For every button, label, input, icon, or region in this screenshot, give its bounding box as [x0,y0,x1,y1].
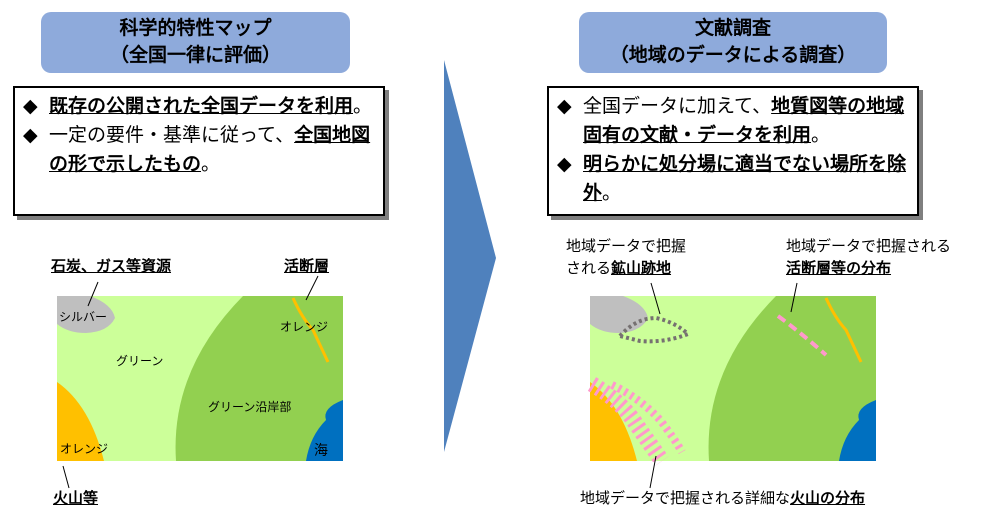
right-map-mine-site [616,315,692,344]
right-map-fault-line [824,297,863,363]
right-b1-pre: 全国データに加えて、 [583,95,772,117]
map-label-orange-top: オレンジ [280,320,329,334]
right-b1-highlight: 地質図等の地域固有の文献・データを利用 [583,95,905,146]
bullet-diamond-icon: ◆ [23,124,38,146]
left-map-orange-volcano-zone [57,382,104,461]
left-map [57,296,343,461]
right-b1-tail: 。 [811,124,831,146]
pointer-resource [87,281,99,307]
pointer-volcano [62,465,70,489]
left-map-sea-zone [306,400,343,461]
bullet-diamond-icon: ◆ [557,95,572,117]
label-mine-pre: される [566,259,612,277]
right-map-green-zone [708,296,876,461]
left-map-green-coastal-zone [175,296,343,461]
label-volcano-dist-pre: 地域データで把握される詳細な [580,489,791,507]
right-map-volcano-distribution [587,377,669,466]
left-header: 科学的特性マップ （全国一律に評価） [41,12,350,73]
map-label-orange-bottom: オレンジ [60,442,109,456]
pointer-fault [305,275,319,301]
label-fault-dist-highlight: 活断層等の分布 [786,259,892,277]
left-map-fault-line [291,297,330,363]
right-map-orange-zone [590,382,637,461]
right-map-fault-distribution [776,314,828,357]
right-header-line2: （地域のデータによる調査） [609,44,857,66]
right-bullet-1: ◆ 全国データに加えて、地質図等の地域固有の文献・データを利用。 [557,92,909,150]
map-label-sea: 海 [314,443,328,459]
label-fault-dist-line1: 地域データで把握される [786,237,952,255]
center-arrow [444,60,496,452]
right-header-line1: 文献調査 [694,17,771,39]
bullet-diamond-icon: ◆ [23,95,38,117]
left-b2-tail: 。 [201,153,221,175]
right-description-panel: ◆ 全国データに加えて、地質図等の地域固有の文献・データを利用。 ◆ 明らかに処… [547,86,919,216]
left-header-line2: （全国一律に評価） [109,44,281,66]
label-volcano-dist-highlight: 火山の分布 [790,489,866,507]
map-label-green: グリーン [116,354,164,368]
label-mine-line2: される鉱山跡地 [566,258,671,278]
label-volcano: 火山等 [53,489,99,507]
left-bullet-1: ◆ 既存の公開された全国データを利用。 [23,92,375,121]
left-b2-highlight: 全国地図の形で示したもの [49,124,371,175]
left-b1-highlight: 既存の公開された全国データを利用 [49,95,354,117]
map-label-silver: シルバー [59,310,108,324]
label-volcano-dist: 地域データで把握される詳細な火山の分布 [580,488,865,508]
left-b2-pre: 一定の要件・基準に従って、 [49,124,295,146]
bullet-diamond-icon: ◆ [557,153,572,175]
left-bullet-2: ◆ 一定の要件・基準に従って、全国地図の形で示したもの。 [23,121,375,179]
label-mine-highlight: 鉱山跡地 [611,259,672,277]
right-map-sea-zone [839,400,876,461]
label-resource: 石炭、ガス等資源 [51,257,172,275]
right-header: 文献調査 （地域のデータによる調査） [579,12,887,73]
pointer-mine [650,282,661,315]
pointer-volcano-distribution [649,455,657,489]
left-b1-tail: 。 [353,95,373,117]
right-b2-highlight: 明らかに処分場に適当でない場所を除外 [583,153,907,204]
left-map-silver-zone [57,296,115,333]
map-label-green-coastal: グリーン沿岸部 [208,400,292,414]
label-mine-line1: 地域データで把握 [566,237,687,255]
left-description-panel: ◆ 既存の公開された全国データを利用。 ◆ 一定の要件・基準に従って、全国地図の… [13,86,385,216]
pointer-fault-distribution [790,282,798,313]
right-bullet-2: ◆ 明らかに処分場に適当でない場所を除外。 [557,150,909,208]
right-b2-tail: 。 [602,182,622,204]
label-fault: 活断層 [284,257,330,275]
left-header-line1: 科学的特性マップ [119,17,272,39]
right-map [587,296,876,466]
